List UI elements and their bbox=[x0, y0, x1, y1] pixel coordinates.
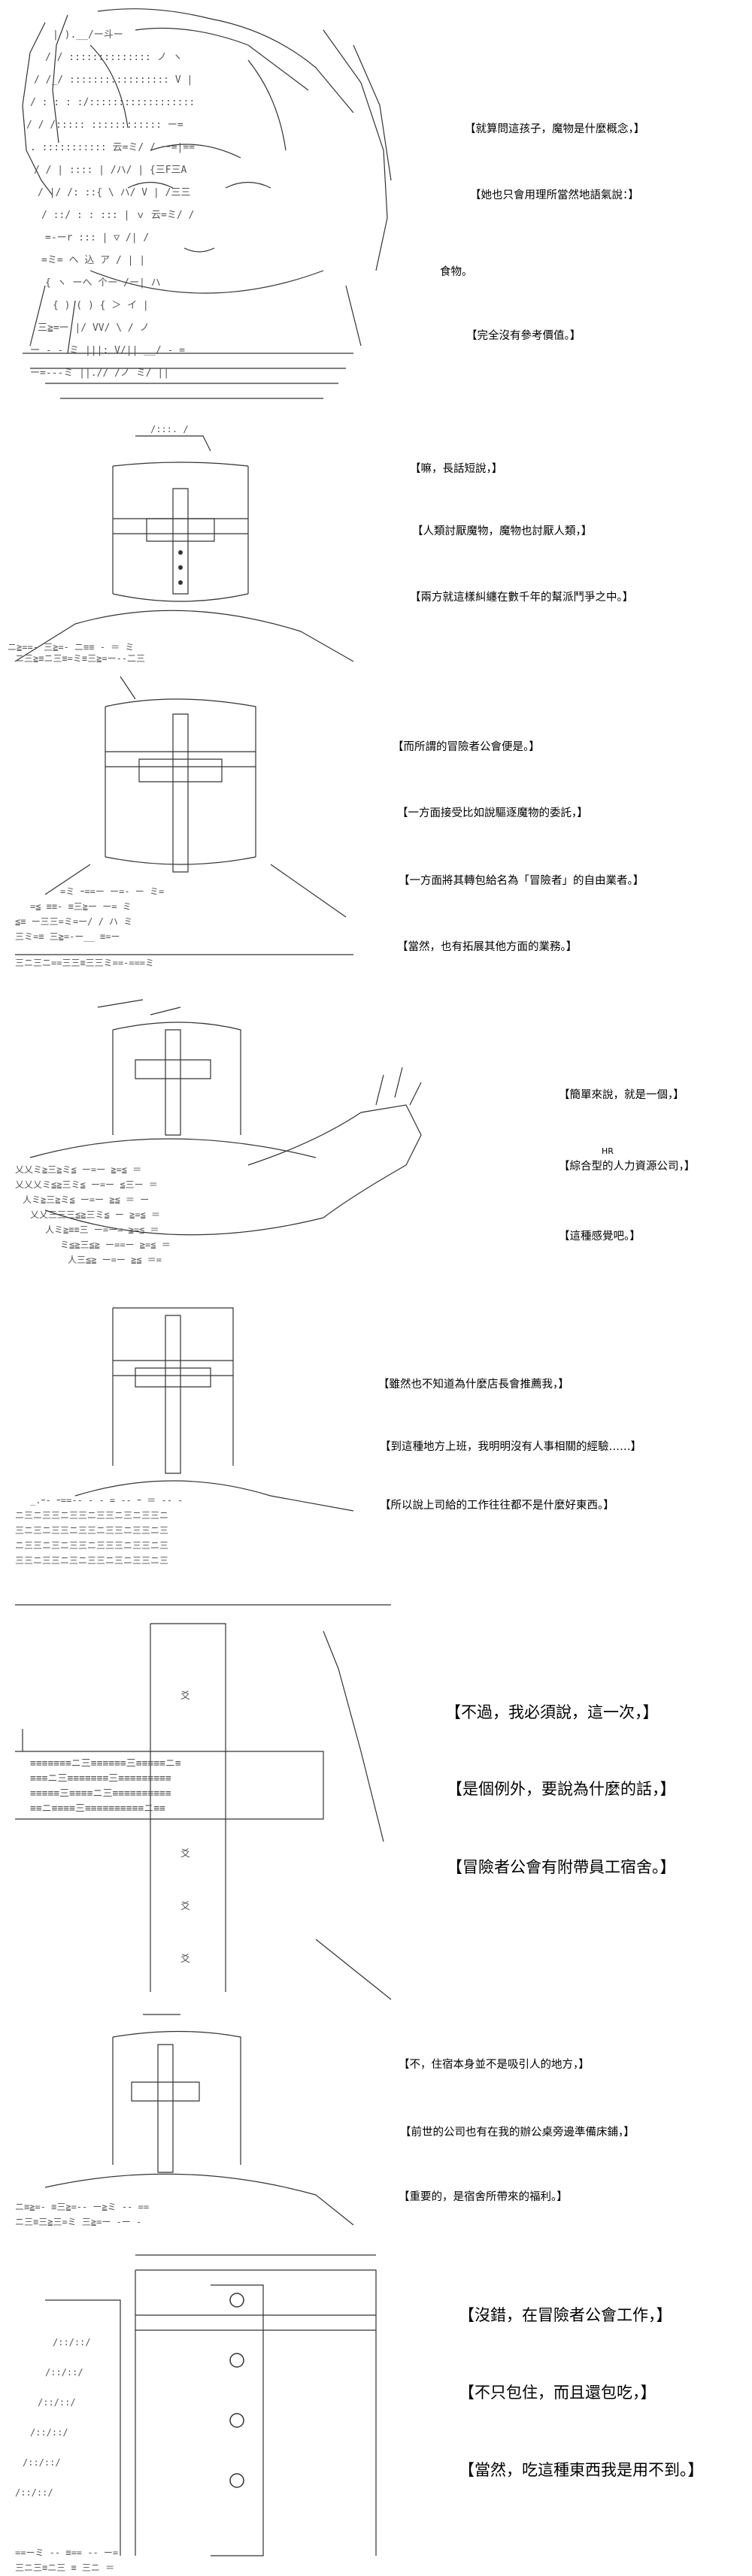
svg-text:_.ｰ‐ ｰ==‐- ‐ - = ‐‐ ｰ ＝ ‐‐ ‐: _.ｰ‐ ｰ==‐- ‐ - = ‐‐ ｰ ＝ ‐‐ ‐ bbox=[30, 1495, 183, 1506]
svg-text:三ニ三ニ==三三≡三三ミ==-===ミ: 三ニ三ニ==三三≡三三ミ==-===ミ bbox=[15, 958, 154, 968]
svg-text:/ ::/ : : ::: | ｖ 云=ミ/ /: / ::/ : : ::: | ｖ 云=ミ/ / bbox=[41, 210, 194, 221]
caption-line: 【雖然也不知道為什麼店長會推薦我，】 bbox=[378, 1379, 569, 1391]
svg-text:ニ三≧≡ニ三≡=ミ≡三≧=ー--二三: ニ三≧≡ニ三≡=ミ≡三≧=ー--二三 bbox=[15, 653, 145, 664]
caption-line: 【嘛，長話短說，】 bbox=[410, 463, 503, 475]
caption-line: 【人類討厭魔物，魔物也討厭人類，】 bbox=[412, 525, 593, 537]
caption-line: 【而所謂的冒險者公會便是。】 bbox=[393, 741, 540, 753]
caption-line: 【前世的公司也有在我的辦公桌旁邊準備床鋪，】 bbox=[400, 2126, 635, 2139]
svg-text:/::/::/: /::/::/ bbox=[53, 2337, 91, 2347]
caption-line: 【一方面接受比如說驅逐魔物的委託，】 bbox=[397, 807, 588, 819]
caption-line: 【不過，我必須說，這一次，】 bbox=[445, 1703, 659, 1721]
svg-text:乂乂三三三≦≧三ミ≦ ー ≧=≦ ＝: 乂乂三三三≦≧三ミ≦ ー ≧=≦ ＝ bbox=[30, 1209, 160, 1220]
caption-line: 【簡單來說，就是一個，】 bbox=[559, 1089, 684, 1101]
panel-8: /::/::/ /::/::/ /::/::/ /::/::/ /::/::/ … bbox=[0, 2240, 752, 2576]
caption-line: 食物。 bbox=[440, 266, 473, 278]
panel-5: _.ｰ‐ ｰ==‐- ‐ - = ‐‐ ｰ ＝ ‐‐ ‐ ニ三ニ三三ニ三三ニ三三… bbox=[0, 1293, 752, 1579]
svg-text:/ / /::::: :::::::::::: ー=: / / /::::: :::::::::::: ー= bbox=[26, 120, 183, 131]
caption-line: 【這種感覺吧。】 bbox=[559, 1230, 641, 1243]
svg-text:≡≡ニ≡≡≡≡三≡≡≡≡≡≡≡≡≡≡ニ≡≡: ≡≡ニ≡≡≡≡三≡≡≡≡≡≡≡≡≡≡ニ≡≡ bbox=[30, 1803, 165, 1815]
svg-text:人ミ≧≡≡三 ー=ー= ≧=≦ ＝: 人ミ≧≡≡三 ー=ー= ≧=≦ ＝ bbox=[45, 1224, 159, 1235]
caption-line: 【所以說上司給的工作往往都不是什麼好東西。】 bbox=[380, 1500, 614, 1512]
svg-text:/ / :::::::::::::: ノ ヽ: / / :::::::::::::: ノ ヽ bbox=[45, 52, 183, 63]
svg-text:=ミ ｰ==ー ー=‐ ー ミ=: =ミ ｰ==ー ー=‐ ー ミ= bbox=[60, 886, 164, 897]
caption-line: 【當然，也有拓展其他方面的業務。】 bbox=[397, 941, 578, 953]
svg-text:{ ヽ ーへ 个ー /ー| ハ: { ヽ ーへ 个ー /ー| ハ bbox=[45, 277, 161, 289]
svg-text:{ ) ( ) { ＞ イ |: { ) ( ) { ＞ イ | bbox=[53, 300, 149, 311]
svg-text:/ / | :::: | /ハ/ | {三F三A: / / | :::: | /ハ/ | {三F三A bbox=[34, 165, 187, 176]
svg-text:/::/::/: /::/::/ bbox=[15, 2487, 53, 2498]
svg-text:爻: 爻 bbox=[180, 1691, 190, 1702]
ascii-art-closeup-illustration: /::/::/ /::/::/ /::/::/ /::/::/ /::/::/ … bbox=[15, 2240, 421, 2573]
panel-1: | ).__/ー斗ー / / :::::::::::::: ノ ヽ / /_/ … bbox=[0, 0, 752, 421]
ascii-art-knight-illustration: =ミ ｰ==ー ー=‐ ー ミ= =≦ ≡≡‐ ≡三≧ー ー= ミ ≦≡ ー三三… bbox=[15, 669, 421, 968]
caption-line: 【就算問這孩子，魔物是什麼概念，】 bbox=[465, 123, 645, 135]
svg-text:/ : : : :/::::::::::::::::::: / : : : :/:::::::::::::::::: bbox=[30, 97, 195, 108]
caption-line: 【當然，吃這種東西我是用不到。】 bbox=[459, 2461, 704, 2479]
svg-text:/:::. /: /:::. / bbox=[150, 424, 189, 434]
svg-text:三ニ三ニ三三ニ三三ニ三三ニ三三ニ三: 三ニ三ニ三三ニ三三ニ三三ニ三三ニ三 bbox=[15, 1525, 168, 1536]
svg-text:ニ三≡三≧三=ミ 三≧=ー -ー ‐: ニ三≡三≧三=ミ 三≧=ー -ー ‐ bbox=[15, 2217, 141, 2227]
caption-line: 【是個例外，要說為什麼的話，】 bbox=[447, 1780, 676, 1798]
svg-text:/ |/ /: ::{ \ ハ/ V | /三三: / |/ /: ::{ \ ハ/ V | /三三 bbox=[38, 187, 190, 198]
svg-text:≦≡ ー三三=ミ=ー/ / ハ ミ: ≦≡ ー三三=ミ=ー/ / ハ ミ bbox=[15, 916, 132, 927]
svg-text:==ーミ ‐‐ ≡== ‐‐ ー=: ==ーミ ‐‐ ≡== ‐‐ ー= bbox=[15, 2547, 118, 2558]
svg-text:ニ≡≧=- ≡三≧=-‐ ー≧ミ ‐‐ ==: ニ≡≧=- ≡三≧=-‐ ー≧ミ ‐‐ == bbox=[15, 2202, 149, 2212]
caption-line: 【一方面將其轉包給名為「冒險者」的自由業者。】 bbox=[399, 875, 644, 887]
panel-6: 爻 爻 爻 爻 ≡≡≡≡≡≡≡ニ三≡≡≡≡≡≡三≡≡≡≡≡ニ≡ ≡≡≡ニ三≡≡≡… bbox=[0, 1579, 752, 2007]
svg-text:人三≦≧ ー=ー ≧≦ ＝=: 人三≦≧ ー=ー ≧≦ ＝= bbox=[68, 1255, 162, 1265]
svg-text:ー=‐--ミ ||.// /ノ ミ/ ||: ー=‐--ミ ||.// /ノ ミ/ || bbox=[30, 368, 169, 379]
ascii-art-knight-illustration: _.ｰ‐ ｰ==‐- ‐ - = ‐‐ ｰ ＝ ‐‐ ‐ ニ三ニ三三ニ三三ニ三三… bbox=[15, 1293, 391, 1566]
svg-text:ニ≧==‐ 三≧=‐ ニ≡≡ ‐ ＝ ミ: ニ≧==‐ 三≧=‐ ニ≡≡ ‐ ＝ ミ bbox=[8, 642, 134, 652]
svg-text:=ミ= ヘ 込 ア / | |: =ミ= ヘ 込 ア / | | bbox=[41, 255, 145, 266]
svg-text:| ).__/ー斗ー: | ).__/ー斗ー bbox=[53, 29, 123, 41]
svg-text:=≦ ≡≡‐ ≡三≧ー ー= ミ: =≦ ≡≡‐ ≡三≧ー ー= ミ bbox=[30, 901, 132, 912]
panel-3: =ミ ｰ==ー ー=‐ ー ミ= =≦ ≡≡‐ ≡三≧ー ー= ミ ≦≡ ー三三… bbox=[0, 669, 752, 985]
svg-text:≡≡≡≡≡三≡≡≡≡ニ三≡≡≡≡≡≡≡≡≡≡: ≡≡≡≡≡三≡≡≡≡ニ三≡≡≡≡≡≡≡≡≡≡ bbox=[30, 1788, 171, 1800]
caption-line: 【兩方就這樣糾纏在數千年的幫派鬥爭之中。】 bbox=[410, 592, 634, 604]
caption-line: 【不只包住，而且還包吃，】 bbox=[459, 2384, 656, 2402]
svg-text:三ニ三≡ニ三 ≡ 三ニ ＝: 三ニ三≡ニ三 ≡ 三ニ ＝ bbox=[15, 2562, 114, 2573]
caption-line: 【冒險者公會有附帶員工宿舍。】 bbox=[447, 1858, 676, 1876]
ascii-art-closeup-illustration: 爻 爻 爻 爻 ≡≡≡≡≡≡≡ニ三≡≡≡≡≡≡三≡≡≡≡≡ニ≡ ≡≡≡ニ三≡≡≡… bbox=[0, 1579, 421, 2007]
ascii-art-knight-illustration: 乂乂ミ≧三≧ミ≦ ー=ー ≧=≦ ＝ 乂乂乂ミ≦≧三ミ≦ ー=ー ≦三ー ＝ 人… bbox=[15, 985, 526, 1265]
caption-line: 【重要的，是宿舍所帶來的福利。】 bbox=[399, 2191, 568, 2203]
svg-text:乂乂乂ミ≦≧三ミ≦ ー=ー ≦三ー ＝: 乂乂乂ミ≦≧三ミ≦ ー=ー ≦三ー ＝ bbox=[15, 1179, 158, 1190]
svg-text:ニ三三ニ三ニ三三ニ三三三ニ三三ニ三: ニ三三ニ三ニ三三ニ三三三ニ三三ニ三 bbox=[15, 1540, 168, 1551]
caption-line: 【綜合型的人力資源公司，】 bbox=[559, 1161, 696, 1173]
svg-text:≡≡≡≡≡≡≡ニ三≡≡≡≡≡≡三≡≡≡≡≡ニ≡: ≡≡≡≡≡≡≡ニ三≡≡≡≡≡≡三≡≡≡≡≡ニ≡ bbox=[30, 1758, 181, 1769]
svg-text:三三ニ三三ニ三ニ三三ニ三ニ三三ニ三: 三三ニ三三ニ三ニ三三ニ三ニ三三ニ三 bbox=[15, 1555, 168, 1566]
caption-line: 【她也只會用理所當然地語氣說：】 bbox=[470, 189, 639, 201]
svg-text:/::/::/: /::/::/ bbox=[30, 2427, 68, 2438]
panel-7: ニ≡≧=- ≡三≧=-‐ ー≧ミ ‐‐ == ニ三≡三≧三=ミ 三≧=ー -ー … bbox=[0, 2007, 752, 2240]
svg-text:/::/::/: /::/::/ bbox=[38, 2397, 76, 2408]
svg-text:/::/::/: /::/::/ bbox=[45, 2367, 83, 2378]
svg-text:/ /_/ ::::::::::::::::: V |: / /_/ ::::::::::::::::: V | bbox=[34, 74, 193, 86]
panel-4: 乂乂ミ≧三≧ミ≦ ー=ー ≧=≦ ＝ 乂乂乂ミ≦≧三ミ≦ ー=ー ≦三ー ＝ 人… bbox=[0, 985, 752, 1293]
svg-text:/::/::/: /::/::/ bbox=[23, 2457, 61, 2468]
svg-text:三≧=ー |/ VV/ \ / ノ: 三≧=ー |/ VV/ \ / ノ bbox=[38, 322, 150, 334]
svg-text:ニ三ニ三三ニ三三ニ三三ニ三ニ三三ニ: ニ三ニ三三ニ三三ニ三三ニ三ニ三三ニ bbox=[15, 1510, 168, 1521]
svg-text:. ::::::::::: 云=ミ/ / ー=|==: . ::::::::::: 云=ミ/ / ー=|== bbox=[30, 142, 195, 153]
caption-line: 【到這種地方上班，我明明沒有人事相關的經驗……】 bbox=[380, 1441, 641, 1453]
svg-text:爻: 爻 bbox=[180, 1848, 190, 1860]
svg-text:爻: 爻 bbox=[180, 1954, 190, 1965]
svg-text:三ミ=≡ 三≧=-ー__ ≡=ー: 三ミ=≡ 三≧=-ー__ ≡=ー bbox=[15, 931, 120, 942]
svg-text:=-ーr ::: | ▽ /| /: =-ーr ::: | ▽ /| / bbox=[45, 232, 149, 244]
panel-2: /:::. / ニ≧==‐ 三≧=‐ ニ≡≡ ‐ ＝ ミ ニ三≧≡ニ三≡=ミ≡三… bbox=[0, 421, 752, 669]
svg-text:人ミ≧三≧ミ≦ ー=ー ≧≦ ＝ ー: 人ミ≧三≧ミ≦ ー=ー ≧≦ ＝ ー bbox=[23, 1194, 149, 1205]
svg-text:≡≡≡ニ三≡≡≡≡≡≡≡三≡≡≡≡≡≡≡≡≡: ≡≡≡ニ三≡≡≡≡≡≡≡三≡≡≡≡≡≡≡≡≡ bbox=[30, 1773, 171, 1784]
ascii-art-girl-illustration: | ).__/ー斗ー / / :::::::::::::: ノ ヽ / /_/ … bbox=[0, 0, 421, 421]
caption-ruby: HR bbox=[602, 1146, 614, 1156]
svg-text:爻: 爻 bbox=[180, 1901, 190, 1912]
svg-text:ミ≦≧三≦≧ ー==ー ≧=≦ ＝: ミ≦≧三≦≧ ー==ー ≧=≦ ＝ bbox=[60, 1240, 171, 1250]
caption-line: 【完全沒有參考價值。】 bbox=[466, 330, 581, 342]
caption-line: 【不，住宿本身並不是吸引人的地方，】 bbox=[399, 2059, 590, 2071]
svg-text:乂乂ミ≧三≧ミ≦ ー=ー ≧=≦ ＝: 乂乂ミ≧三≧ミ≦ ー=ー ≧=≦ ＝ bbox=[15, 1164, 141, 1175]
ascii-art-knight-illustration: ニ≡≧=- ≡三≧=-‐ ー≧ミ ‐‐ == ニ三≡三≧三=ミ 三≧=ー -ー … bbox=[15, 2007, 391, 2227]
svg-text:ー - - ミ |||: V/|| __/ - =: ー - - ミ |||: V/|| __/ - = bbox=[30, 345, 185, 356]
caption-line: 【沒錯，在冒險者公會工作，】 bbox=[459, 2306, 672, 2324]
ascii-art-knight-illustration: /:::. / ニ≧==‐ 三≧=‐ ニ≡≡ ‐ ＝ ミ ニ三≧≡ニ三≡=ミ≡三… bbox=[8, 424, 421, 664]
